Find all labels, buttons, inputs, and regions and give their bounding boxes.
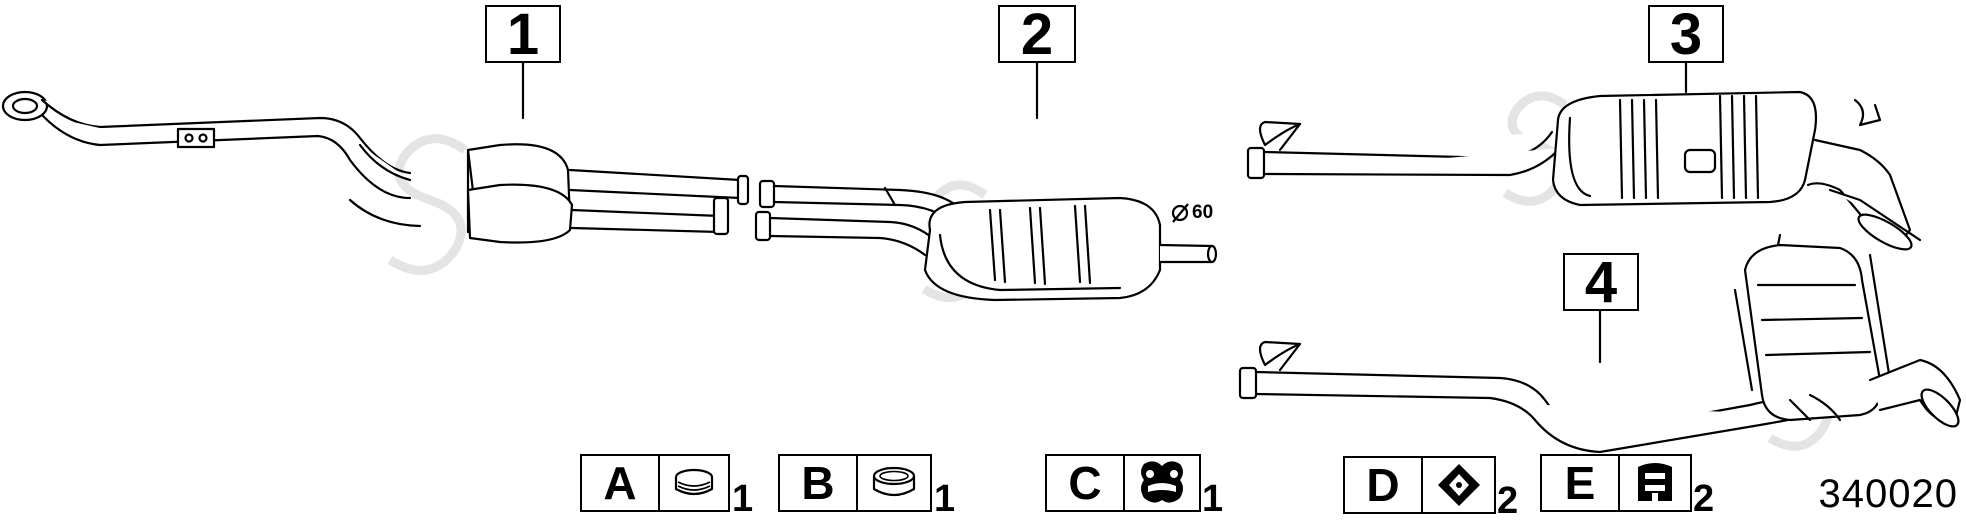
rear-muffler-3-body: [1551, 90, 1818, 207]
clamp-ring-icon: [660, 456, 728, 510]
legend-item-e[interactable]: E: [1540, 454, 1692, 512]
callout-1[interactable]: 1: [485, 2, 561, 67]
sleeve-ring-icon: [858, 456, 930, 510]
callout-3[interactable]: 3: [1648, 2, 1724, 67]
legend-qty-e: 2: [1693, 478, 1715, 520]
legend-qty-c: 1: [1202, 478, 1224, 520]
legend-item-d[interactable]: D: [1343, 456, 1496, 514]
catalytic-converter-lower: [466, 183, 574, 244]
part-4-rear-muffler: [1238, 233, 1962, 454]
hanger-mount-icon: [1423, 458, 1494, 512]
legend-letter: C: [1047, 456, 1125, 510]
pipe-diameter-label: 60: [1192, 202, 1214, 223]
legend-item-c[interactable]: C: [1045, 454, 1201, 512]
legend-letter: D: [1345, 458, 1423, 512]
legend-letter: B: [780, 456, 858, 510]
rear-muffler-4-body: [1743, 243, 1882, 422]
part-3-rear-muffler: [1246, 90, 1922, 251]
diagram-id: 340020: [1818, 472, 1958, 516]
legend-qty-d: 2: [1497, 480, 1519, 522]
legend-qty-b: 1: [934, 478, 956, 520]
bracket-mount-icon: [1620, 456, 1690, 510]
pipe-end-1: [712, 196, 730, 236]
legend-qty-a: 1: [732, 478, 754, 520]
callout-4[interactable]: 4: [1563, 250, 1639, 315]
diameter-symbol-icon: [1171, 203, 1189, 223]
part-2-center-muffler: [754, 179, 1218, 302]
rubber-mount-icon: [1125, 456, 1199, 510]
pipe-bracket: [176, 127, 216, 149]
legend-letter: E: [1542, 456, 1620, 510]
callout-leaders: [521, 60, 1688, 364]
callout-2[interactable]: 2: [998, 2, 1076, 67]
legend-item-a[interactable]: A: [580, 454, 730, 512]
legend-letter: A: [582, 456, 660, 510]
part-1-front-pipe: [1, 90, 750, 244]
legend-item-b[interactable]: B: [778, 454, 932, 512]
